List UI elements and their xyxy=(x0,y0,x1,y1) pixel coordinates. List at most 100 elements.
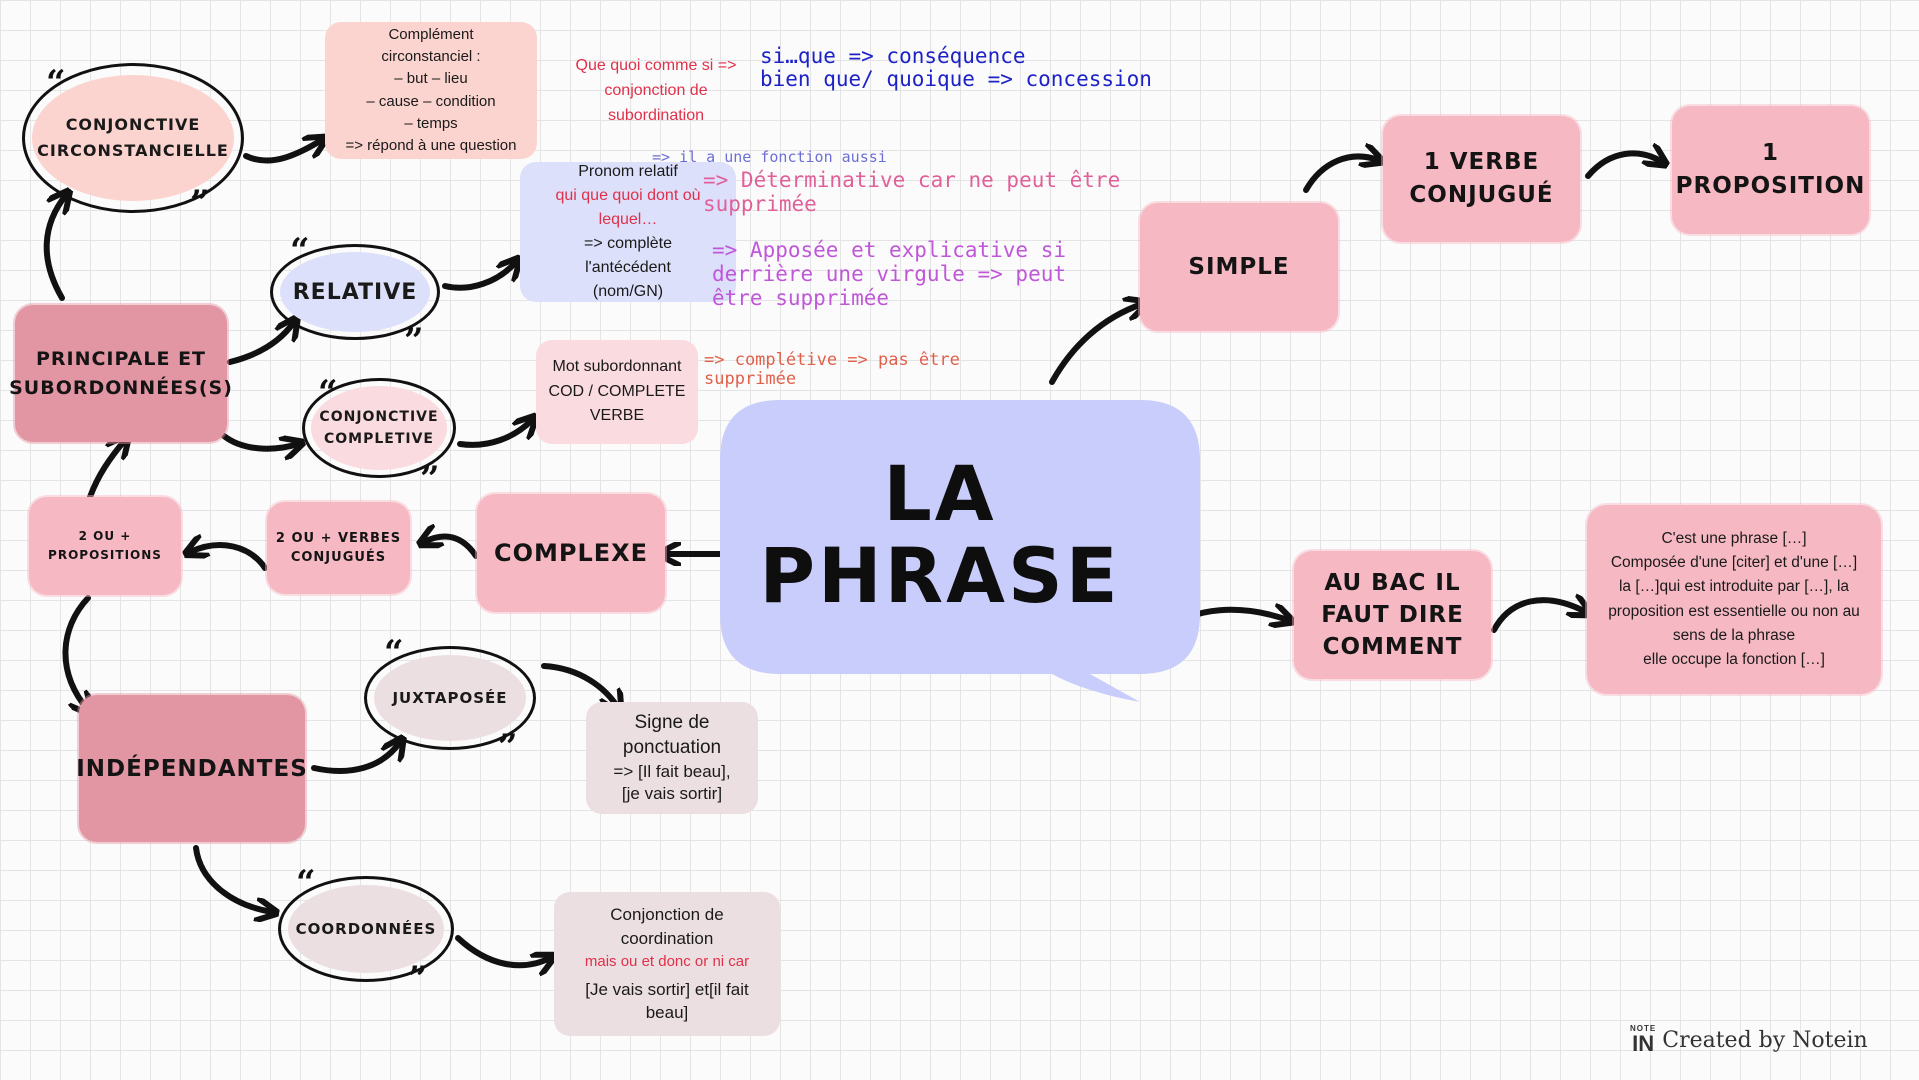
node-deux-props: 2 OU + PROPOSITIONS xyxy=(29,497,181,595)
arrow-props-independantes xyxy=(62,595,88,710)
ellipse-completive-line2: COMPLETIVE xyxy=(323,431,434,447)
arrow-circ-note xyxy=(243,140,322,164)
note-bac-line: sens de la phrase xyxy=(1672,626,1796,644)
quote-open-juxtaposee: “ xyxy=(384,633,404,673)
node-un-verbe: 1 VERBE CONJUGUÉ xyxy=(1383,116,1580,242)
note-coordination-line4: [Je vais sortir] et[il fait xyxy=(585,979,749,999)
ellipse-completive-line1: CONJONCTIVE xyxy=(319,408,439,425)
ellipse-juxtaposee: JUXTAPOSÉE xyxy=(374,655,526,741)
quote-open-circ: “ xyxy=(46,63,66,103)
arrow-principale-circ xyxy=(43,195,66,301)
note-relatif-line4: => complète xyxy=(583,235,673,252)
ellipse-completive: CONJONCTIVE COMPLETIVE xyxy=(311,386,447,470)
quote-open-coordonnees: “ xyxy=(296,863,316,903)
node-independantes: INDÉPENDANTES xyxy=(76,695,308,842)
arrow-simple-verbe xyxy=(1303,157,1378,193)
note-relatif-line1: Pronom relatif xyxy=(578,163,678,180)
note-relatif-line6: (nom/GN) xyxy=(592,283,664,300)
annotation-que-quoi-line: subordination xyxy=(607,106,705,124)
arrow-bac-note xyxy=(1491,600,1586,633)
node-un-verbe-line1: 1 VERBE xyxy=(1423,148,1540,175)
annotation-determinative-1: => Déterminative car ne peut être xyxy=(703,168,1121,192)
arrow-indep-juxt xyxy=(311,742,400,774)
notein-logo-text: Created by Notein xyxy=(1662,1027,1868,1053)
ellipse-relative: RELATIVE xyxy=(280,252,430,332)
node-un-verbe-line2: CONJUGUÉ xyxy=(1409,182,1554,208)
arrow-coord-note xyxy=(455,935,550,965)
note-bac-line: C'est une phrase […] xyxy=(1661,530,1807,548)
annotation-que-quoi: Que quoi comme si => conjonction de subo… xyxy=(566,54,746,128)
quote-close-circ: ” xyxy=(190,183,210,223)
annotation-que-quoi-line: conjonction de xyxy=(604,81,708,99)
annotation-si-que: si…que => conséquence xyxy=(760,44,1026,68)
annotation-apposee-2: derrière une virgule => peut xyxy=(712,262,1067,286)
node-independantes-label: INDÉPENDANTES xyxy=(76,755,308,782)
notein-logo: NOTE IN Created by Notein xyxy=(1630,1022,1868,1058)
arrow-verbes-props xyxy=(190,545,268,571)
ellipse-juxtaposee-label: JUXTAPOSÉE xyxy=(392,689,508,707)
note-bac: C'est une phrase […] Composée d'une [cit… xyxy=(1587,505,1881,694)
center-title-line1: LA xyxy=(883,448,997,538)
quote-open-completive: “ xyxy=(318,373,338,413)
note-subordonnant-line: VERBE xyxy=(589,407,645,425)
note-coordination: Conjonction de coordination mais ou et d… xyxy=(554,892,780,1036)
arrow-indep-coord xyxy=(193,845,272,912)
arrow-verbe-prop xyxy=(1585,153,1662,179)
note-subordonnant: Mot subordonnant COD / COMPLETE VERBE xyxy=(536,340,698,444)
ellipse-circonstancielle: CONJONCTIVE CIRCONSTANCIELLE xyxy=(32,75,234,201)
note-subordonnant-line: COD / COMPLETE xyxy=(548,382,686,400)
note-ponctuation-line: Signe de xyxy=(634,712,710,734)
node-deux-verbes-line1: 2 OU + VERBES xyxy=(275,530,402,546)
arrow-principale-relative xyxy=(227,322,294,365)
ellipse-completive-ring xyxy=(302,378,456,478)
note-circ-line: – temps xyxy=(404,114,458,132)
ellipse-juxtaposee-ring xyxy=(364,646,536,750)
node-simple: SIMPLE xyxy=(1140,203,1338,331)
note-circ-line: circonstanciel : xyxy=(381,48,481,66)
note-circ-line: => répond à une question xyxy=(345,136,517,154)
ellipse-coordonnees: COORDONNÉES xyxy=(288,885,444,973)
annotation-apposee-3: être supprimée xyxy=(712,286,890,310)
arrow-principale-completive xyxy=(221,433,298,449)
annotation-apposee-1: => Apposée et explicative si xyxy=(712,238,1067,262)
node-une-prop: 1 PROPOSITION xyxy=(1672,106,1869,234)
note-circ-line: – cause – condition xyxy=(366,92,496,110)
node-deux-props-line2: PROPOSITIONS xyxy=(48,548,162,562)
node-bac-line2: FAUT DIRE xyxy=(1321,601,1464,628)
note-coordination-line3: mais ou et donc or ni car xyxy=(584,952,750,970)
note-ponctuation-line: ponctuation xyxy=(622,736,722,758)
node-deux-verbes-line2: CONJUGUÉS xyxy=(290,550,387,565)
note-circ-line: – but – lieu xyxy=(394,70,468,88)
note-bac-line: Composée d'une [citer] et d'une […] xyxy=(1610,554,1858,572)
arrow-props-principale xyxy=(87,440,125,500)
annotation-completive-2: supprimée xyxy=(704,369,797,389)
note-ponctuation: Signe de ponctuation => [Il fait beau], … xyxy=(586,702,758,814)
note-bac-line: elle occupe la fonction […] xyxy=(1643,650,1825,668)
annotation-que-quoi-line: Que quoi comme si => xyxy=(575,57,737,74)
quote-close-juxtaposee: ” xyxy=(498,727,518,767)
node-complexe: COMPLEXE xyxy=(477,494,665,612)
quote-open-relative: “ xyxy=(290,231,310,271)
node-une-prop-line1: 1 xyxy=(1761,139,1779,166)
annotation-bien-que: bien que/ quoique => concession xyxy=(760,67,1152,91)
ellipse-coordonnees-label: COORDONNÉES xyxy=(295,920,437,938)
node-complexe-label: COMPLEXE xyxy=(493,539,649,567)
node-simple-label: SIMPLE xyxy=(1188,254,1290,280)
annotation-fonction: => il a une fonction aussi xyxy=(652,148,887,166)
node-principale-line2: SUBORDONNÉES(S) xyxy=(9,376,233,399)
arrow-completive-note xyxy=(457,420,532,448)
node-principale: PRINCIPALE ET SUBORDONNÉES(S) xyxy=(9,305,232,442)
note-relatif-line5: l'antécédent xyxy=(585,259,671,276)
quote-close-relative: ” xyxy=(404,321,424,361)
ellipse-circonstancielle-line1: CONJONCTIVE xyxy=(65,115,201,135)
node-une-prop-line2: PROPOSITION xyxy=(1675,173,1866,199)
note-circ-line: Complément xyxy=(388,25,474,43)
node-deux-verbes: 2 OU + VERBES CONJUGUÉS xyxy=(267,502,410,594)
note-coordination-line2: coordination xyxy=(620,928,714,948)
node-bac-line3: COMMENT xyxy=(1322,634,1463,661)
node-deux-props-line1: 2 OU + xyxy=(78,528,132,543)
node-bac: AU BAC IL FAUT DIRE COMMENT xyxy=(1294,551,1491,679)
note-coordination-line1: Conjonction de xyxy=(610,904,724,924)
note-ponctuation-line: [je vais sortir] xyxy=(621,783,723,803)
quote-close-completive: ” xyxy=(420,459,440,499)
